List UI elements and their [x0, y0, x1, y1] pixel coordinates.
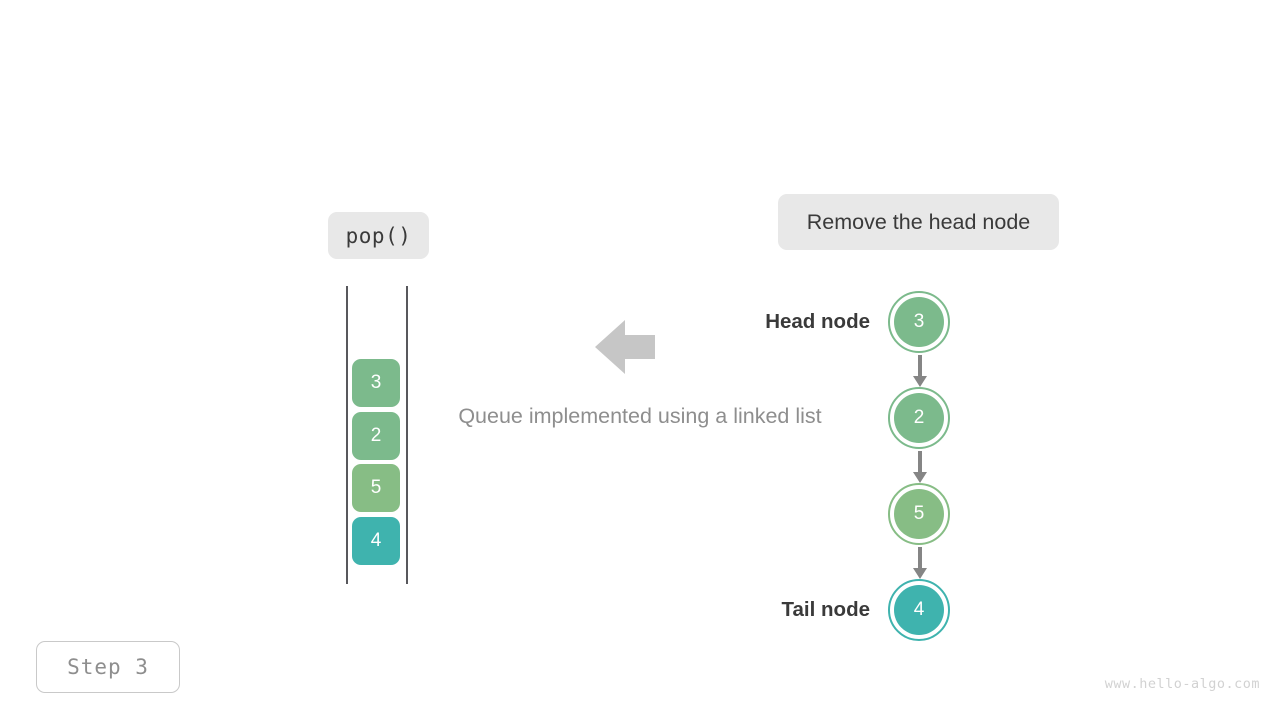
list-node-2: 5 — [888, 483, 950, 545]
queue-rail-right — [406, 286, 408, 584]
list-node-value: 2 — [913, 407, 925, 428]
list-node-0: 3 — [888, 291, 950, 353]
queue-block-1: 2 — [352, 412, 400, 460]
queue-block-3: 4 — [352, 517, 400, 565]
list-node-value-wrap: 2 — [894, 393, 944, 443]
list-node-3: 4 — [888, 579, 950, 641]
list-node-1: 2 — [888, 387, 950, 449]
step-indicator: Step 3 — [36, 641, 180, 693]
action-description-label: Remove the head node — [778, 194, 1059, 250]
diagram-caption: Queue implemented using a linked list — [458, 404, 822, 428]
operation-label-pop: pop() — [328, 212, 429, 259]
connector-head — [913, 568, 927, 579]
queue-block-value: 3 — [370, 372, 382, 393]
arrow-down-icon — [913, 355, 927, 387]
arrow-down-icon — [913, 547, 927, 579]
queue-block-0: 3 — [352, 359, 400, 407]
arrow-down-icon — [913, 451, 927, 483]
queue-block-value: 4 — [370, 530, 382, 551]
connector-head — [913, 376, 927, 387]
list-node-value: 3 — [913, 311, 925, 332]
list-node-value-wrap: 5 — [894, 489, 944, 539]
list-node-value-wrap: 4 — [894, 585, 944, 635]
tail-node-label: Tail node — [781, 598, 870, 621]
queue-rail-left — [346, 286, 348, 584]
list-node-value: 4 — [913, 599, 925, 620]
queue-block-2: 5 — [352, 464, 400, 512]
queue-block-value: 5 — [370, 477, 382, 498]
list-node-value-wrap: 3 — [894, 297, 944, 347]
queue-block-value: 2 — [370, 425, 382, 446]
connector-shaft — [918, 451, 922, 472]
connector-shaft — [918, 547, 922, 568]
head-node-label: Head node — [765, 310, 870, 333]
watermark: www.hello-algo.com — [1104, 676, 1260, 692]
arrow-left-icon — [595, 320, 655, 374]
connector-head — [913, 472, 927, 483]
list-node-value: 5 — [913, 503, 925, 524]
connector-shaft — [918, 355, 922, 376]
